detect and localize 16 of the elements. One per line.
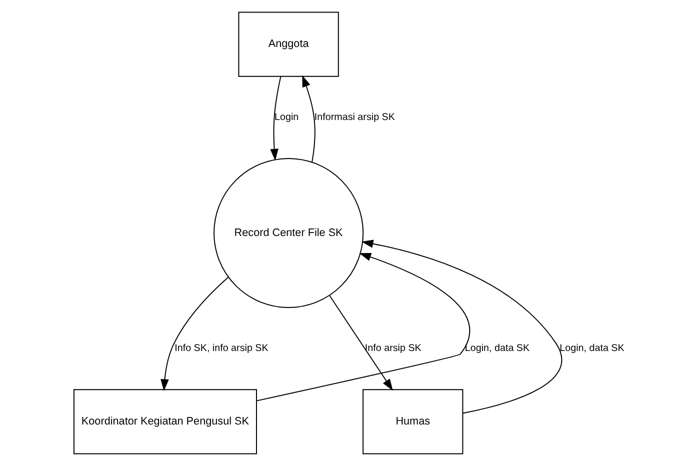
edge-label: Login, data SK — [464, 343, 530, 354]
node-box: Humas — [362, 389, 463, 454]
edge-label: Informasi arsip SK — [314, 112, 394, 123]
edge-label: Info SK, info arsip SK — [174, 343, 268, 354]
arrow — [302, 75, 315, 162]
arrow — [160, 276, 228, 392]
arrow — [270, 76, 281, 161]
arrow — [360, 240, 562, 414]
node-box: Anggota — [238, 12, 338, 77]
edge-label: Info arsip SK — [364, 343, 421, 354]
arrow — [328, 295, 392, 391]
edge-label: Login, data SK — [559, 343, 624, 354]
node-box: Koordinator Kegiatan Pengusul SK — [72, 389, 256, 454]
arrow — [256, 253, 470, 402]
edge-label: Login — [274, 112, 298, 123]
node-circle: Record Center File SK — [213, 158, 364, 308]
